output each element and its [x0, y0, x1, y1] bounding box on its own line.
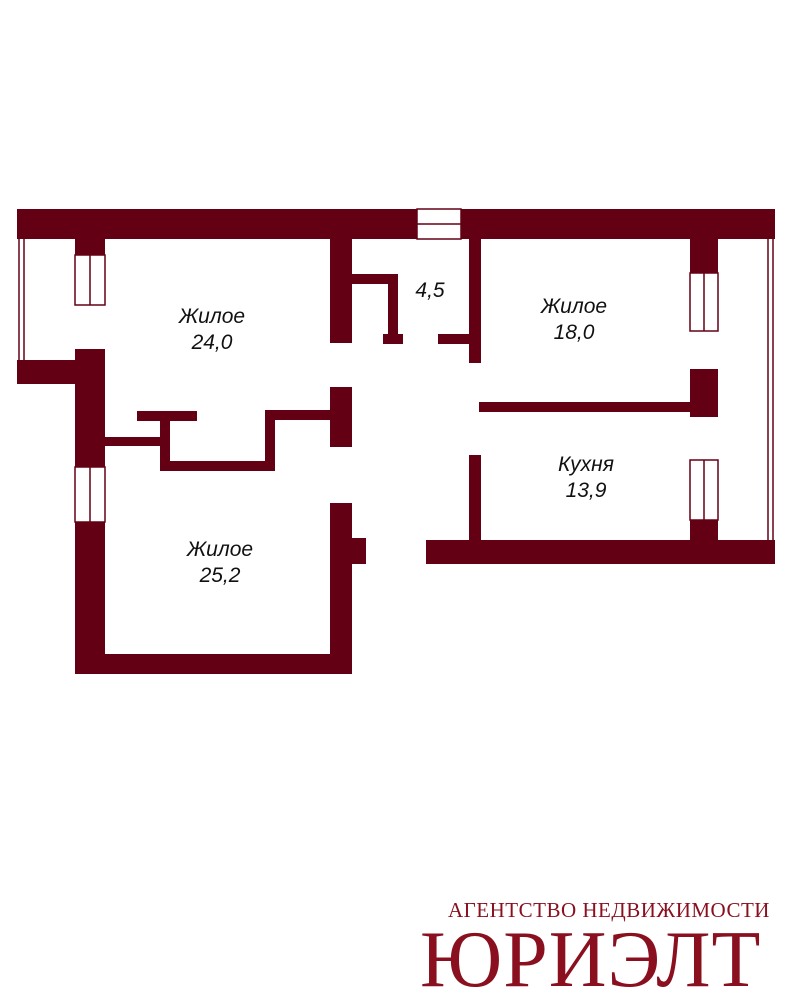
room-area: 13,9	[565, 479, 607, 502]
room-area: 25,2	[199, 564, 241, 587]
room-name: Жилое	[178, 305, 246, 328]
walls	[17, 208, 775, 674]
logo-name: ЮРИЭЛТ	[420, 916, 762, 1004]
room-bathroom: 4,5	[400, 278, 460, 304]
room-area: 24,0	[191, 331, 233, 354]
logo-tagline: АГЕНТСТВО НЕДВИЖИМОСТИ	[448, 898, 770, 922]
room-living-2: Жилое 18,0	[522, 294, 626, 346]
room-area: 4,5	[415, 279, 445, 302]
room-name: Жилое	[186, 538, 254, 561]
room-area: 18,0	[553, 321, 595, 344]
room-name: Кухня	[558, 453, 614, 476]
room-name: Жилое	[540, 295, 608, 318]
room-kitchen: Кухня 13,9	[534, 452, 638, 504]
room-living-3: Жилое 25,2	[168, 537, 272, 589]
room-living-1: Жилое 24,0	[160, 304, 264, 356]
